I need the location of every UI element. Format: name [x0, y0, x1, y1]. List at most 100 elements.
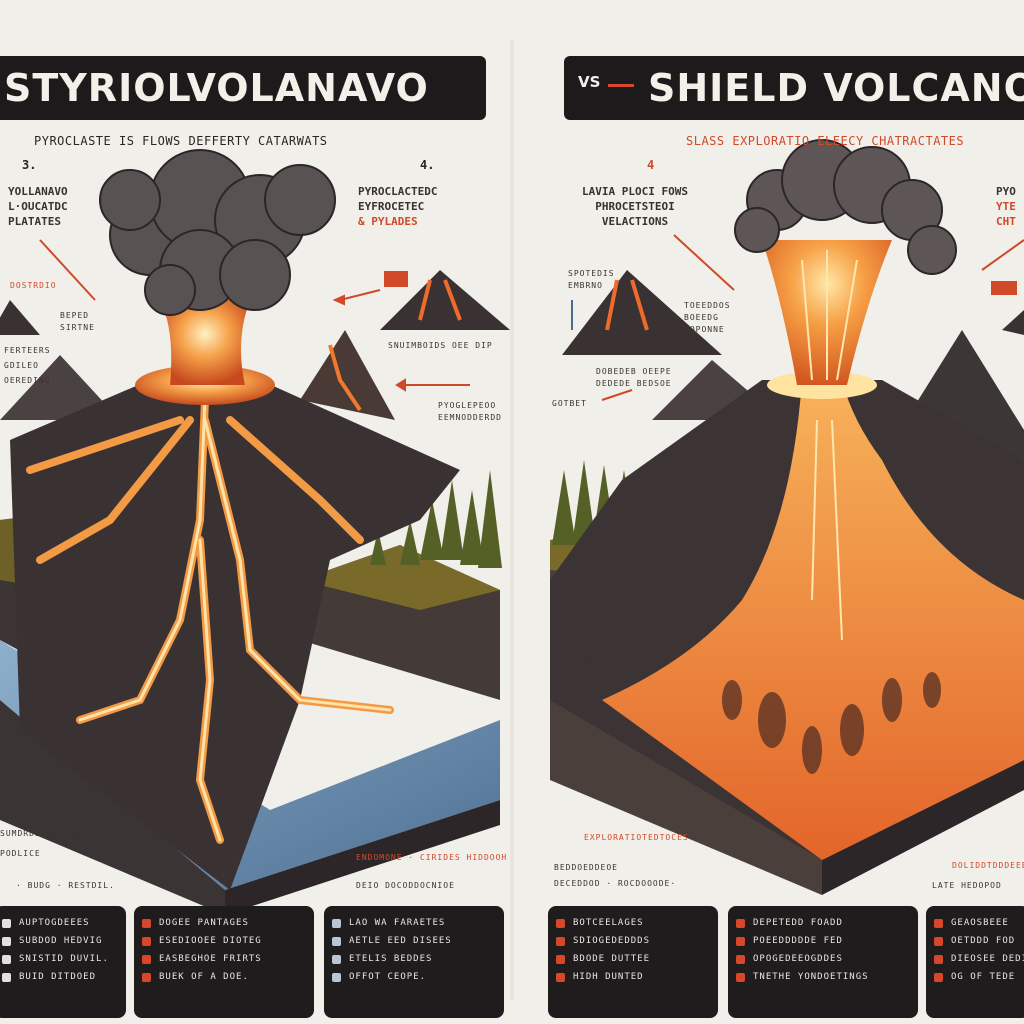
legend-item: SNISTID DUVIL. [2, 950, 118, 968]
legend-square-icon [736, 918, 745, 928]
legend-item: ESEDIOOEE DIOTEG [142, 932, 306, 950]
legend-item: OETDDD FOD [934, 932, 1022, 950]
cooled-lava-patches [722, 672, 941, 774]
label-snuimboids: SNUIMBOIDS OEE DIP [388, 341, 493, 350]
right-number-a: 4 [647, 158, 655, 172]
legend-square-icon [332, 936, 341, 946]
note-line: PYROCLACTEDC [358, 185, 438, 198]
bottom-label-1: SUMDRDIING DUDE [0, 829, 88, 838]
legend-square-icon [934, 936, 943, 946]
legend-square-icon [2, 972, 11, 982]
label-beped: BEPED [60, 311, 90, 320]
note-line: EYFROCETEC [358, 200, 425, 213]
right-panel: SHIELD VOLCANO VS SLASS EXPLORATIO ELEEC… [512, 0, 1024, 1024]
legend-item: BOTCEELAGES [556, 914, 710, 932]
inset-volcano [380, 270, 510, 330]
note-line: PHROCETSTEOI [595, 200, 675, 213]
legend-item: BUID DITDOED [2, 968, 118, 986]
legend-square-icon [332, 954, 341, 964]
legend-square-icon [142, 954, 151, 964]
legend-box-1: AUPTOGDEEES SUBDOD HEDVIG SNISTID DUVIL.… [0, 906, 126, 1018]
legend-item: TNETHE YONDOETINGS [736, 968, 910, 986]
label-sddiivs: SDDIIVS [572, 653, 613, 662]
legend-square-icon [2, 936, 11, 946]
label-gotbet: GOTBET [552, 399, 587, 408]
legend-square-icon [736, 972, 745, 982]
legend-box-5: DEPETEDD FOADD POEEDDDDDE FED OPOGEDEEOG… [728, 906, 918, 1018]
bottom-label-4: DOLIDDTDDDEEE [952, 861, 1024, 870]
legend-square-icon [934, 972, 943, 982]
left-number-a: 3. [22, 158, 37, 172]
note-line: VELACTIONS [601, 215, 669, 228]
label-oereding: OEREDING [4, 376, 51, 385]
legend-item: LAO WA FARAETES [332, 914, 496, 932]
bottom-label-5: LATE HEDOPOD [932, 881, 1002, 890]
panel-divider [510, 40, 514, 1000]
legend-item: OFFOT CEOPE. [332, 968, 496, 986]
left-note-b: PYROCLACTEDC EYFROCETEC & PYLADES [358, 184, 437, 229]
legend-square-icon [2, 954, 11, 964]
label-dobedeb: DOBEDEB OEEPE [596, 367, 672, 376]
label-gdileo: GDILEO [4, 361, 39, 370]
legend-square-icon [736, 954, 745, 964]
right-note-a: LAVIA PLOCI FOWS PHROCETSTEOI VELACTIONS [582, 184, 688, 229]
shield-volcano-title: SHIELD VOLCANO [564, 56, 1024, 120]
legend-box-4: BOTCEELAGES SDIOGEDEDDDS BDODE DUTTEE HI… [548, 906, 718, 1018]
label-dedede: DEDEDE BEDSOE [596, 379, 672, 388]
legend-item: SDIOGEDEDDDS [556, 932, 710, 950]
note-line: CHT [996, 215, 1016, 228]
note-line: L·OUCATDC [8, 200, 68, 213]
annotation-arrows [571, 234, 1024, 401]
legend-box-3: LAO WA FARAETES AETLE EED DISEES ETELIS … [324, 906, 504, 1018]
legend-item: DOGEE PANTAGES [142, 914, 306, 932]
label-ferteers: FERTEERS [4, 346, 51, 355]
left-note-a: YOLLANAVO L·OUCATDC PLATATES [8, 184, 68, 229]
water-layer [0, 640, 500, 890]
bottom-label-2: BEDDOEDDEOE [554, 863, 618, 872]
right-note-b: PYO YTE CHT [996, 184, 1016, 229]
legend-box-2: DOGEE PANTAGES ESEDIOOEE DIOTEG EASBEGHO… [134, 906, 314, 1018]
legend-item: AUPTOGDEEES [2, 914, 118, 932]
legend-item: HIDH DUNTED [556, 968, 710, 986]
legend-square-icon [556, 918, 565, 928]
legend-square-icon [556, 936, 565, 946]
forest-trees [370, 470, 502, 568]
label-spotedis: SPOTEDIS [568, 269, 615, 278]
legend-item: SUBDOD HEDVIG [2, 932, 118, 950]
stratovolcano-illustration [0, 149, 510, 915]
label-toeeddos: TOEEDDOS [684, 301, 731, 310]
label-sirtne: SIRTNE [60, 323, 95, 332]
bottom-label-5: DEIO DOCODDOCNIOE [356, 881, 455, 890]
ash-cloud [99, 149, 336, 316]
bottom-label-1: EXPLORATIOTEDTOCES [584, 833, 689, 842]
label-eemnod: EEMNODDERDD [438, 413, 502, 422]
legend-square-icon [934, 954, 943, 964]
bottom-label-2: PODLICE [0, 849, 41, 858]
background-mountain [0, 355, 120, 420]
legend-square-icon [556, 972, 565, 982]
note-line: PLATATES [8, 215, 61, 228]
legend-item: BDODE DUTTEE [556, 950, 710, 968]
eruption-column [160, 300, 250, 385]
label-toponne: TOPONNE [684, 325, 725, 334]
legend-square-icon [332, 918, 341, 928]
left-panel: STYRIOLVOLANAVO PYROCLASTE IS FLOWS DEFF… [0, 56, 510, 1018]
legend-item: ETELIS BEDDES [332, 950, 496, 968]
legend-square-icon [934, 918, 943, 928]
legend-square-icon [556, 954, 565, 964]
bottom-label-3: DECEDDOD · ROCDOOODE· [554, 879, 677, 888]
bottom-label-4: ENDOMONE · CIRIDES HIDDOOH [356, 853, 508, 862]
legend-square-icon [142, 936, 151, 946]
legend-box-6: GEAOSBEEE OETDDD FOD DIEOSEE DEDIS OG OF… [926, 906, 1024, 1018]
bottom-label-3: · BUDG · RESTDIL. [16, 881, 115, 890]
lava-field [602, 380, 1024, 860]
annotation-arrows [39, 239, 470, 392]
legend-item: OPOGEDEEOGDDES [736, 950, 910, 968]
note-line: LAVIA PLOCI FOWS [582, 185, 688, 198]
vs-underline [608, 84, 634, 87]
label-pyogle: PYOGLEPEOO [438, 401, 497, 410]
right-subtitle: SLASS EXPLORATIO ELEECY CHATRACTATES [686, 134, 965, 148]
label-embrno: EMBRNO [568, 281, 603, 290]
stratovolcano-title: STYRIOLVOLANAVO [0, 56, 486, 120]
legend-item: BUEK OF A DOE. [142, 968, 306, 986]
